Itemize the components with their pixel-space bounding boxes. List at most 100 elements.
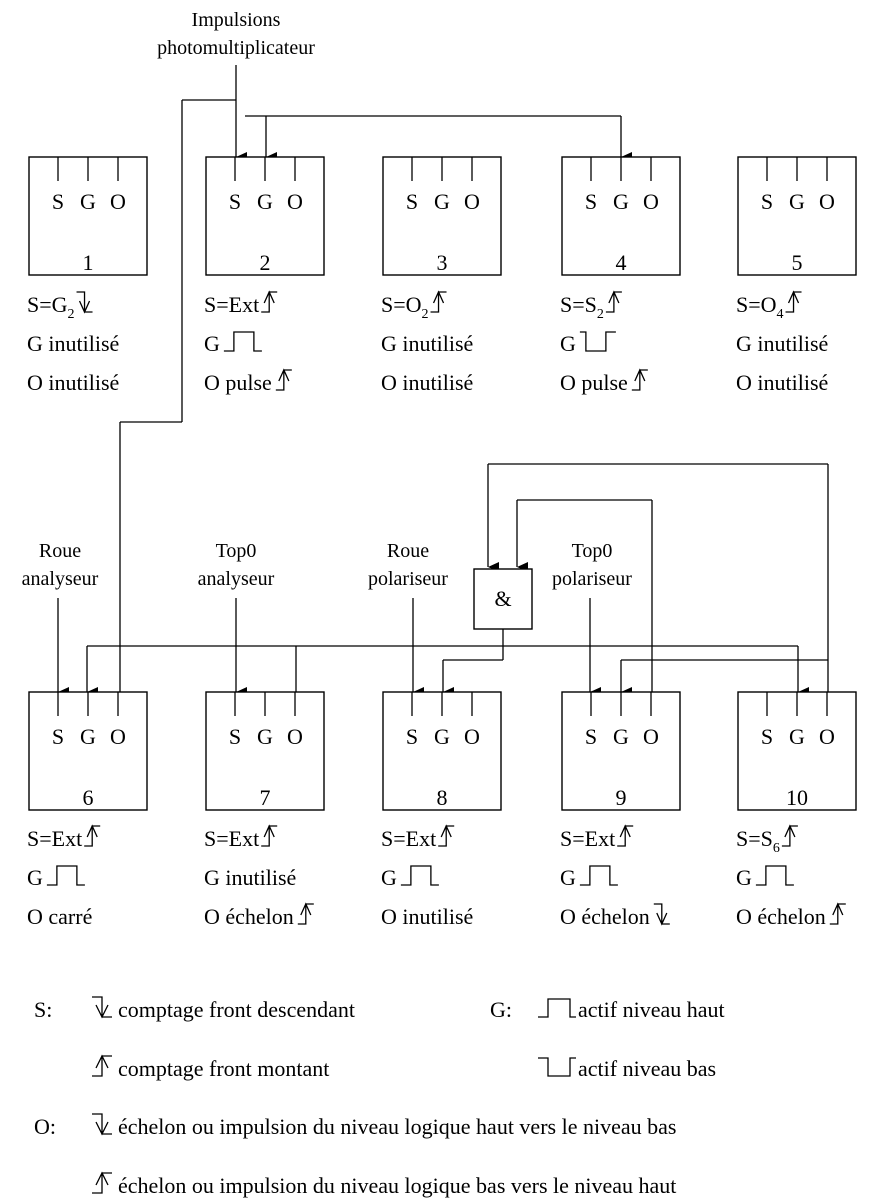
pin-s-label: S [52,724,64,749]
s-config-text: S=Ext [204,292,259,317]
external-input-labels: Roue analyseur Top0 analyseur Roue polar… [22,540,633,590]
input-top0-polariseur-line-1: Top0 [572,540,613,562]
pin-o-label: O [464,189,480,214]
counter-number: 2 [260,250,271,275]
o-edge-up-icon [631,368,648,391]
input-top0-analyseur-line-2: analyseur [198,568,275,590]
o-config-text: O échelon [204,904,294,929]
o-edge-up-icon [275,368,292,391]
pin-g-label: G [613,724,629,749]
g-config-text: G [204,331,220,356]
pin-s-label: S [229,724,241,749]
s-edge-up-icon [781,824,798,847]
s-config-text: S=O2 [381,292,429,322]
legend-g-high-icon [538,998,576,1018]
s-config-text: S=S2 [560,292,604,322]
pin-s-label: S [406,724,418,749]
pin-s-label: S [585,189,597,214]
o-config-text: O échelon [736,904,826,929]
o-config-text: O carré [27,904,92,929]
legend-s-up-text: comptage front montant [118,1056,329,1081]
legend-s-down-icon [92,996,112,1019]
s-config-prefix: S=Ext [204,826,259,851]
counter-number: 7 [260,785,271,810]
legend-g-low-icon [538,1057,576,1077]
pin-o-label: O [110,189,126,214]
pin-g-label: G [257,724,273,749]
s-config-text: S=G2 [27,292,75,322]
g-config-text: G [736,865,752,890]
input-top0-polariseur-line-2: polariseur [552,568,632,590]
pin-g-label: G [257,189,273,214]
s-config-prefix: S=Ext [560,826,615,851]
s-edge-up-icon [430,290,447,313]
pin-s-label: S [761,724,773,749]
s-config-prefix: S=Ext [27,826,82,851]
s-config-subscript: 2 [68,307,75,322]
and-gate-symbol: & [494,586,511,611]
legend-s-down-text: comptage front descendant [118,997,355,1022]
pin-g-label: G [80,724,96,749]
input-roue-analyseur-line-2: analyseur [22,568,99,590]
g-wave-low-icon [579,331,616,352]
g-config-text: G inutilisé [204,865,296,890]
pin-g-label: G [434,724,450,749]
o-config-text: O inutilisé [736,370,828,395]
legend-o-down-text: échelon ou impulsion du niveau logique h… [118,1114,676,1139]
input-roue-analyseur-line-1: Roue [39,540,81,562]
g-wave-high-icon [755,865,794,886]
input-roue-polariseur-line-1: Roue [387,540,429,562]
legend-o-up-text: échelon ou impulsion du niveau logique b… [118,1173,676,1198]
counter-number: 3 [437,250,448,275]
s-config-text: S=S6 [736,826,780,856]
legend-g-high-text: actif niveau haut [578,997,725,1022]
s-config-text: S=Ext [560,826,615,851]
legend-o-down-icon [92,1113,112,1136]
counter-number: 8 [437,785,448,810]
s-config-prefix: S=G [27,292,68,317]
s-config-prefix: S=Ext [204,292,259,317]
o-config-text: O inutilisé [27,370,119,395]
pin-g-label: G [789,724,805,749]
pin-o-label: O [819,724,835,749]
counter-number: 6 [83,785,94,810]
o-config-text: O échelon [560,904,650,929]
g-wave-high-icon [223,331,262,352]
input-label-line-2: photomultiplicateur [157,37,315,59]
legend: S: comptage front descendant comptage fr… [34,996,725,1198]
s-config-text: S=O4 [736,292,784,322]
legend-s-up-icon [92,1054,112,1077]
and-gate: & [473,568,533,630]
pin-s-label: S [229,189,241,214]
g-config-text: G [381,865,397,890]
pin-g-label: G [613,189,629,214]
o-edge-up-icon [297,902,314,925]
s-edge-up-icon [785,290,802,313]
s-config-prefix: S=O [381,292,422,317]
pin-o-label: O [819,189,835,214]
g-config-text: G [27,865,43,890]
pin-s-label: S [761,189,773,214]
g-config-text: G [560,865,576,890]
pin-g-label: G [789,189,805,214]
s-config-subscript: 4 [777,307,784,322]
o-config-text: O inutilisé [381,904,473,929]
g-config-text: G inutilisé [381,331,473,356]
o-config-text: O inutilisé [381,370,473,395]
s-edge-up-icon [617,824,634,847]
g-config-text: G inutilisé [27,331,119,356]
pin-o-label: O [464,724,480,749]
o-edge-down-icon [653,903,670,926]
s-config-text: S=Ext [204,826,259,851]
s-config-subscript: 6 [773,841,780,856]
